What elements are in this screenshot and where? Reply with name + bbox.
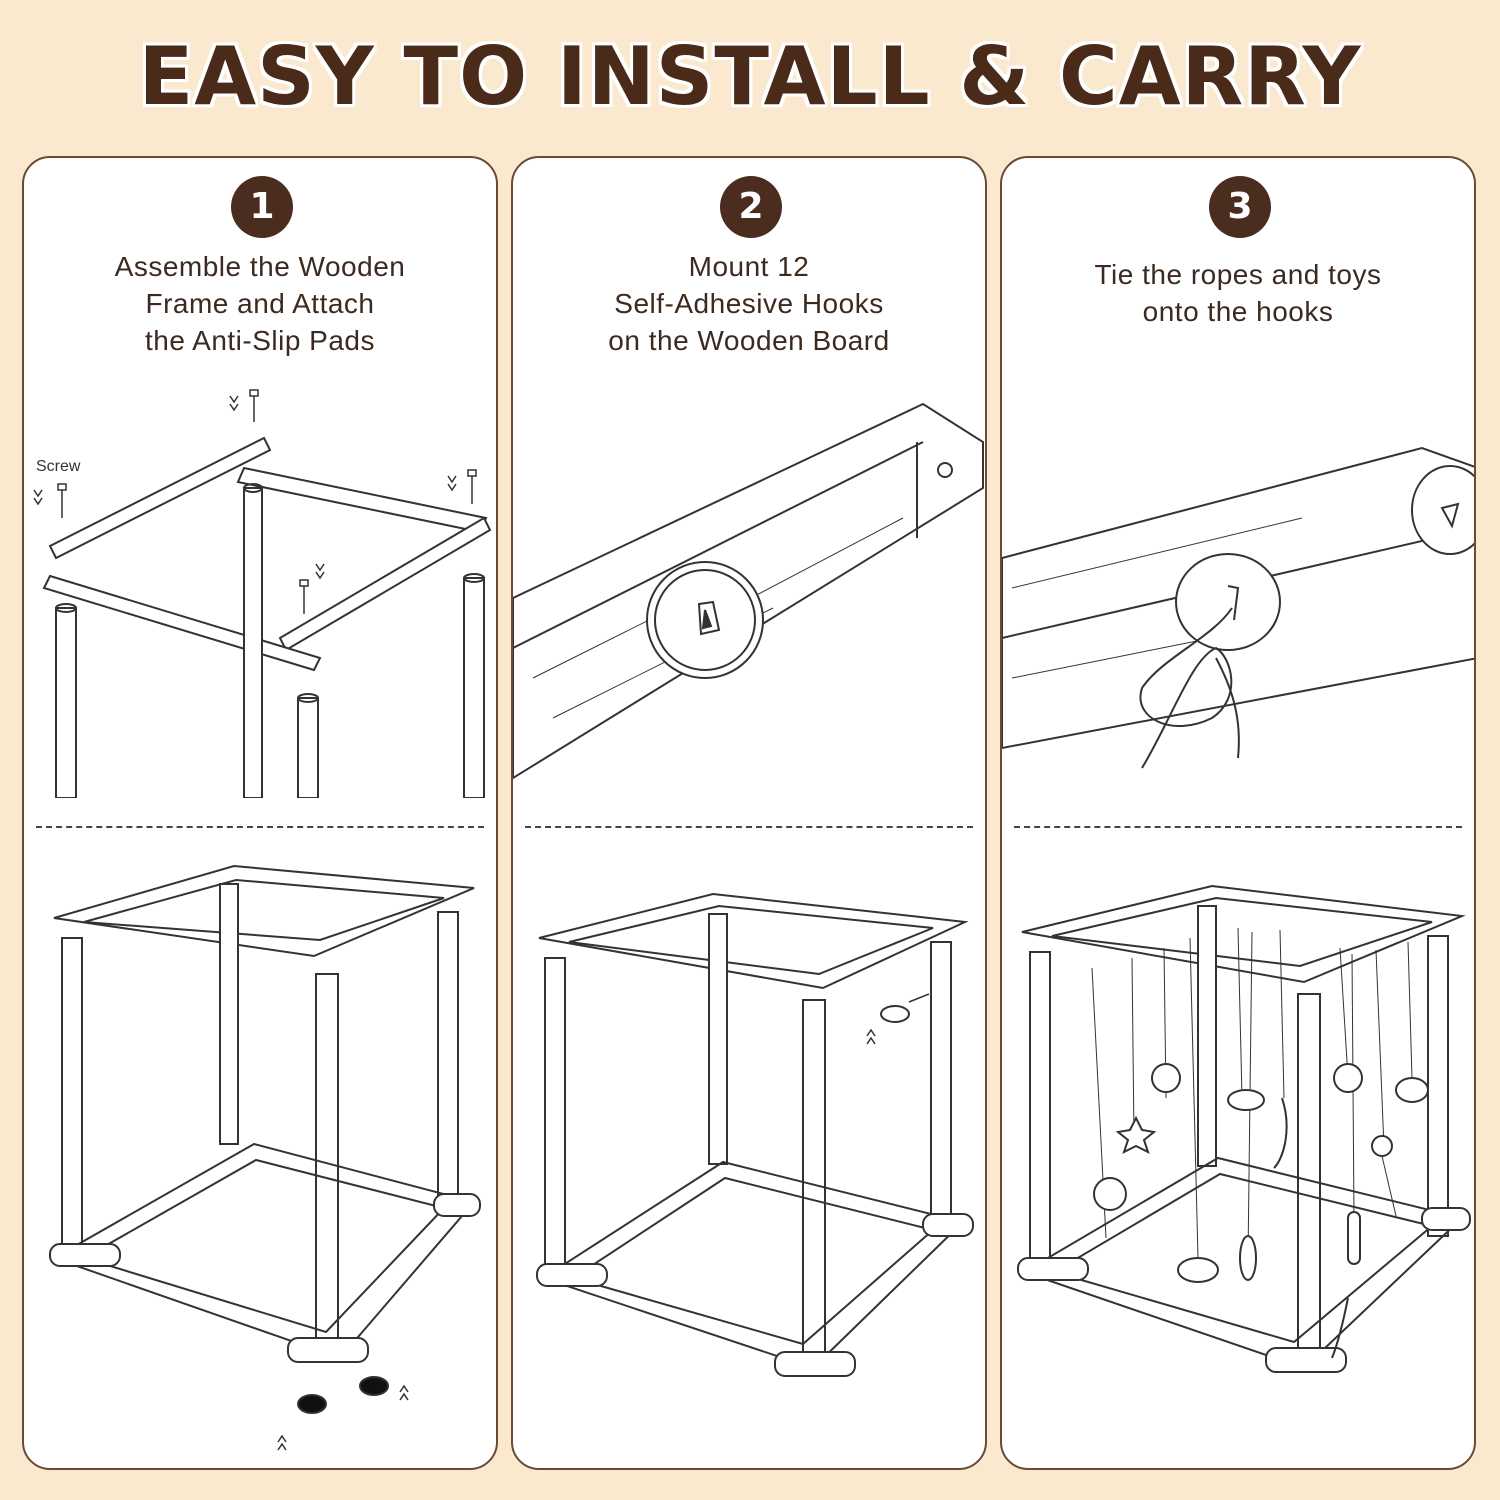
chevron-up-icon — [277, 1384, 409, 1451]
step-panel-1: 1 Assemble the Wooden Frame and Attach t… — [22, 156, 498, 1470]
screw-label: Screw — [36, 458, 81, 475]
caption-line: Tie the ropes and toys — [1094, 259, 1382, 290]
caption-line: Assemble the Wooden — [114, 251, 406, 282]
page-title: EASY TO INSTALL & CARRY — [138, 30, 1362, 123]
step-panel-3: 3 Tie the ropes and toys onto the hooks — [1000, 156, 1476, 1470]
caption-line: onto the hooks — [1142, 296, 1334, 327]
adhesive-hook-icon — [880, 1005, 910, 1023]
worm-toy-icon — [1347, 1211, 1361, 1265]
anti-slip-pad-icon — [359, 1376, 389, 1396]
step-number-badge: 3 — [1209, 176, 1271, 238]
dashed-divider — [525, 826, 973, 828]
star-toy-icon — [1115, 1115, 1157, 1154]
anti-slip-pad-icon — [297, 1394, 327, 1414]
rope-tied-to-hook-illustration — [1002, 446, 1474, 769]
flower-toy-icon — [1093, 1177, 1127, 1211]
chevron-down-icon — [33, 395, 457, 580]
screw-icon — [57, 389, 477, 614]
caption-line: Self-Adhesive Hooks — [614, 288, 884, 319]
step-panel-2: 2 Mount 12 Self-Adhesive Hooks on the Wo… — [511, 156, 987, 1470]
fish-toy-icon — [1239, 1235, 1257, 1281]
cloud-toy-icon — [1395, 1077, 1429, 1103]
exploded-frame-illustration — [33, 389, 492, 798]
frame-with-toys-illustration — [1017, 884, 1471, 1373]
feather-toy-icon — [1331, 1297, 1349, 1359]
caption-line: the Anti-Slip Pads — [144, 325, 376, 356]
caption-line: on the Wooden Board — [608, 325, 890, 356]
step-caption: Tie the ropes and toys onto the hooks — [1022, 256, 1454, 330]
bird-toy-icon — [1227, 1089, 1265, 1111]
adhesive-hook-icon — [1411, 465, 1474, 555]
step-caption: Assemble the Wooden Frame and Attach the… — [44, 248, 476, 359]
flower-toy-icon — [1333, 1063, 1363, 1093]
flower-toy-icon — [1151, 1063, 1181, 1093]
chevron-up-icon — [866, 1028, 876, 1045]
caption-line: Mount 12 — [688, 251, 810, 282]
tassel-toy-icon — [1371, 1135, 1393, 1157]
caption-line: Frame and Attach — [145, 288, 375, 319]
frame-with-hook-illustration — [536, 892, 974, 1377]
board-hook-closeup-illustration — [513, 402, 984, 780]
assembled-frame-illustration — [49, 864, 481, 1451]
step-number-badge: 1 — [231, 176, 293, 238]
feather-toy-icon — [1273, 1097, 1288, 1169]
bird-toy-icon — [1177, 1257, 1219, 1283]
step-caption: Mount 12 Self-Adhesive Hooks on the Wood… — [533, 248, 965, 359]
adhesive-hook-icon — [1175, 553, 1281, 651]
rope-icon — [1139, 607, 1233, 769]
step-number-badge: 2 — [720, 176, 782, 238]
adhesive-hook-icon — [646, 561, 764, 679]
dashed-divider — [1014, 826, 1462, 828]
dashed-divider — [36, 826, 484, 828]
